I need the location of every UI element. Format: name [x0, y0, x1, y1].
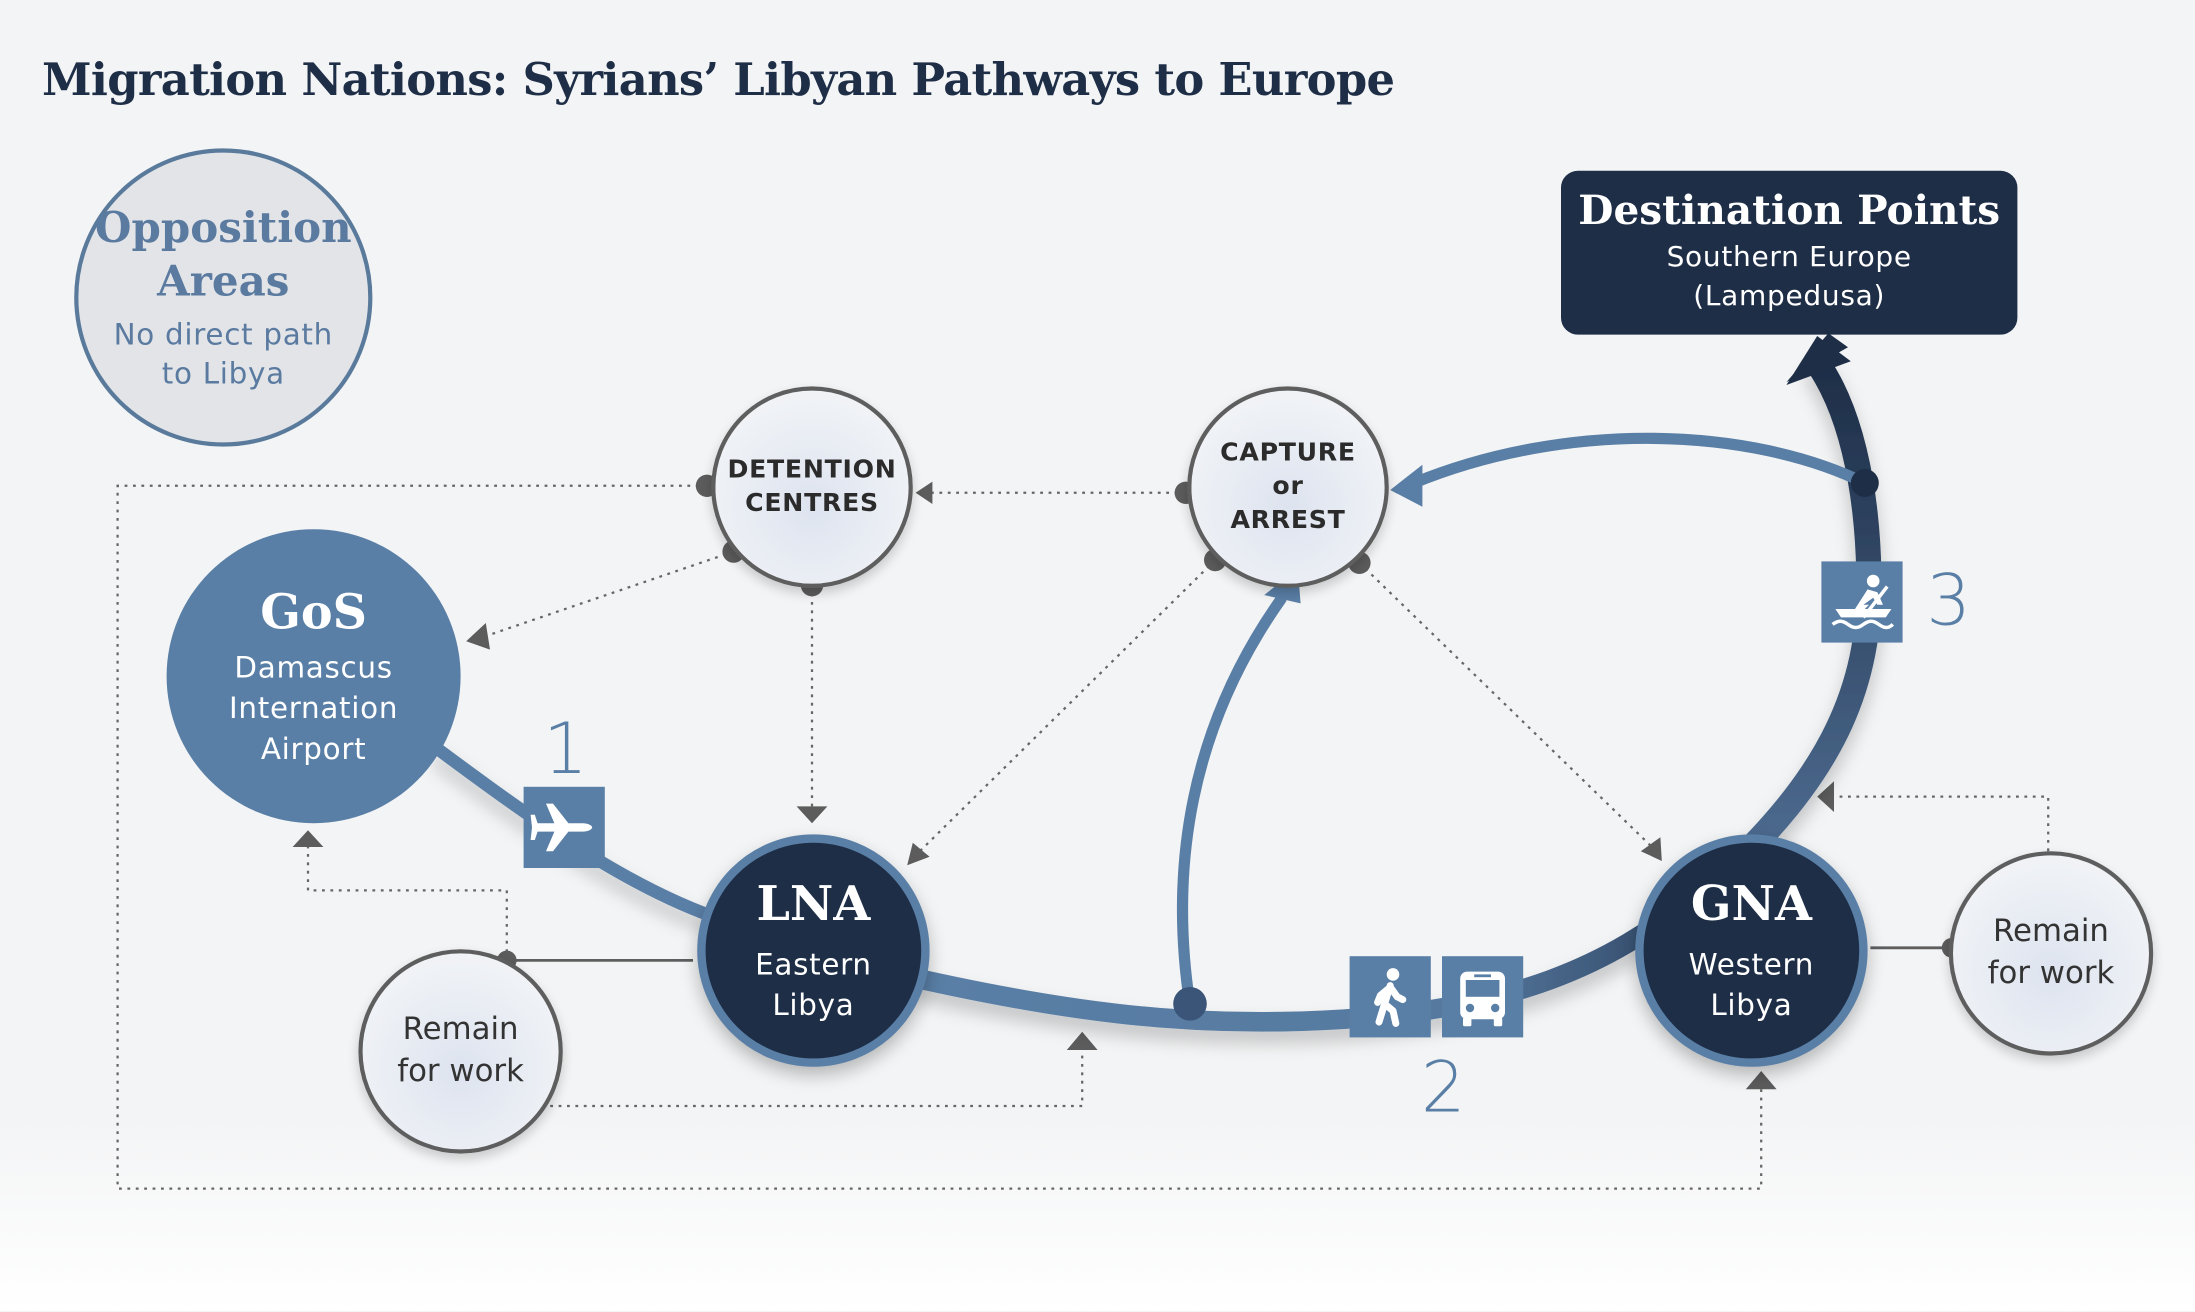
gos-sub-line2: Internation: [229, 690, 399, 725]
gna-node: GNA Western Libya: [1635, 834, 1868, 1067]
arrowhead-to-gos: [466, 623, 490, 650]
capture-line2: or: [1272, 471, 1304, 502]
arrowhead-to-gna-top: [1640, 837, 1662, 861]
gna-title: GNA: [1690, 876, 1812, 933]
dotted-link-remain-east-to-gos: [306, 845, 508, 961]
rowing-boat-icon: [1821, 561, 1903, 643]
capture-line3: ARREST: [1230, 505, 1346, 535]
remain-for-work-east-node: Remain for work: [358, 949, 563, 1154]
arrowhead-to-destination-main: [1786, 336, 1851, 385]
page-title: Migration Nations: Syrians’ Libyan Pathw…: [42, 53, 1395, 107]
gos-node: GoS Damascus Internation Airport: [166, 529, 461, 824]
route-to-capture: [1176, 593, 1287, 1011]
step-number-1: 1: [543, 708, 588, 790]
route-europe-to-capture: [1411, 432, 1868, 489]
step-number-3: 3: [1926, 560, 1971, 642]
remain-for-work-west-node: Remain for work: [1948, 851, 2154, 1056]
capture-line1: CAPTURE: [1220, 438, 1356, 468]
arrowhead-to-detention: [915, 481, 933, 504]
gos-sub-line1: Damascus: [234, 650, 393, 684]
gos-title: GoS: [260, 584, 367, 641]
gos-sub-line3: Airport: [260, 731, 367, 766]
arrowhead-to-lna-right: [907, 842, 930, 866]
route-junction-dot: [1173, 987, 1207, 1021]
arrowhead-to-capture-right: [1390, 464, 1423, 507]
walking-person-icon: [1349, 956, 1431, 1038]
dotted-link-capture-to-gna: [1358, 561, 1653, 848]
detention-line2: CENTRES: [745, 488, 879, 518]
opposition-areas-node: Opposition Areas No direct path to Libya: [74, 148, 373, 447]
detention-line1: DETENTION: [727, 455, 897, 485]
dotted-link-capture-to-lna: [916, 559, 1216, 855]
arrowhead-to-gna-bottom: [1745, 1071, 1777, 1090]
remain-west-line1: Remain: [1993, 914, 2109, 950]
remain-west-line2: for work: [1987, 956, 2115, 992]
dotted-link-detention-to-gos: [482, 550, 734, 639]
opposition-sub-line2: to Libya: [161, 356, 285, 390]
arrowhead-to-route-bottom: [1066, 1031, 1098, 1050]
dotted-link-remain-west-to-route: [1831, 795, 2050, 852]
lna-title: LNA: [756, 876, 871, 933]
route-lna-to-gna: [914, 886, 1704, 1032]
dotted-link-remain-east-to-route: [550, 1047, 1084, 1108]
bus-icon: [1442, 956, 1524, 1038]
arrowhead-to-gos-bottom: [292, 830, 324, 847]
destination-points-box: Destination Points Southern Europe (Lamp…: [1561, 170, 2018, 335]
lna-node: LNA Eastern Libya: [697, 834, 930, 1067]
opposition-title-line1: Opposition: [94, 203, 352, 253]
opposition-title-line2: Areas: [157, 256, 290, 306]
arrowhead-to-lna-top: [796, 806, 828, 824]
route-junction-dot-europe: [1850, 469, 1879, 497]
gna-sub-line1: Western: [1688, 947, 1815, 982]
destination-title: Destination Points: [1578, 186, 2001, 234]
remain-east-line1: Remain: [402, 1012, 519, 1048]
airplane-icon: [523, 786, 605, 868]
lna-sub-line2: Libya: [772, 988, 855, 1022]
remain-east-line2: for work: [397, 1054, 524, 1090]
lna-sub-line1: Eastern: [755, 947, 872, 982]
destination-sub-line2: (Lampedusa): [1693, 278, 1886, 313]
step-number-2: 2: [1421, 1047, 1466, 1129]
arrowhead-to-route-right: [1817, 781, 1834, 812]
destination-sub-line1: Southern Europe: [1666, 239, 1912, 273]
capture-arrest-node: CAPTURE or ARREST: [1187, 386, 1389, 588]
gna-sub-line2: Libya: [1710, 988, 1793, 1022]
detention-centres-node: DETENTION CENTRES: [711, 386, 913, 588]
opposition-sub-line1: No direct path: [113, 317, 333, 351]
